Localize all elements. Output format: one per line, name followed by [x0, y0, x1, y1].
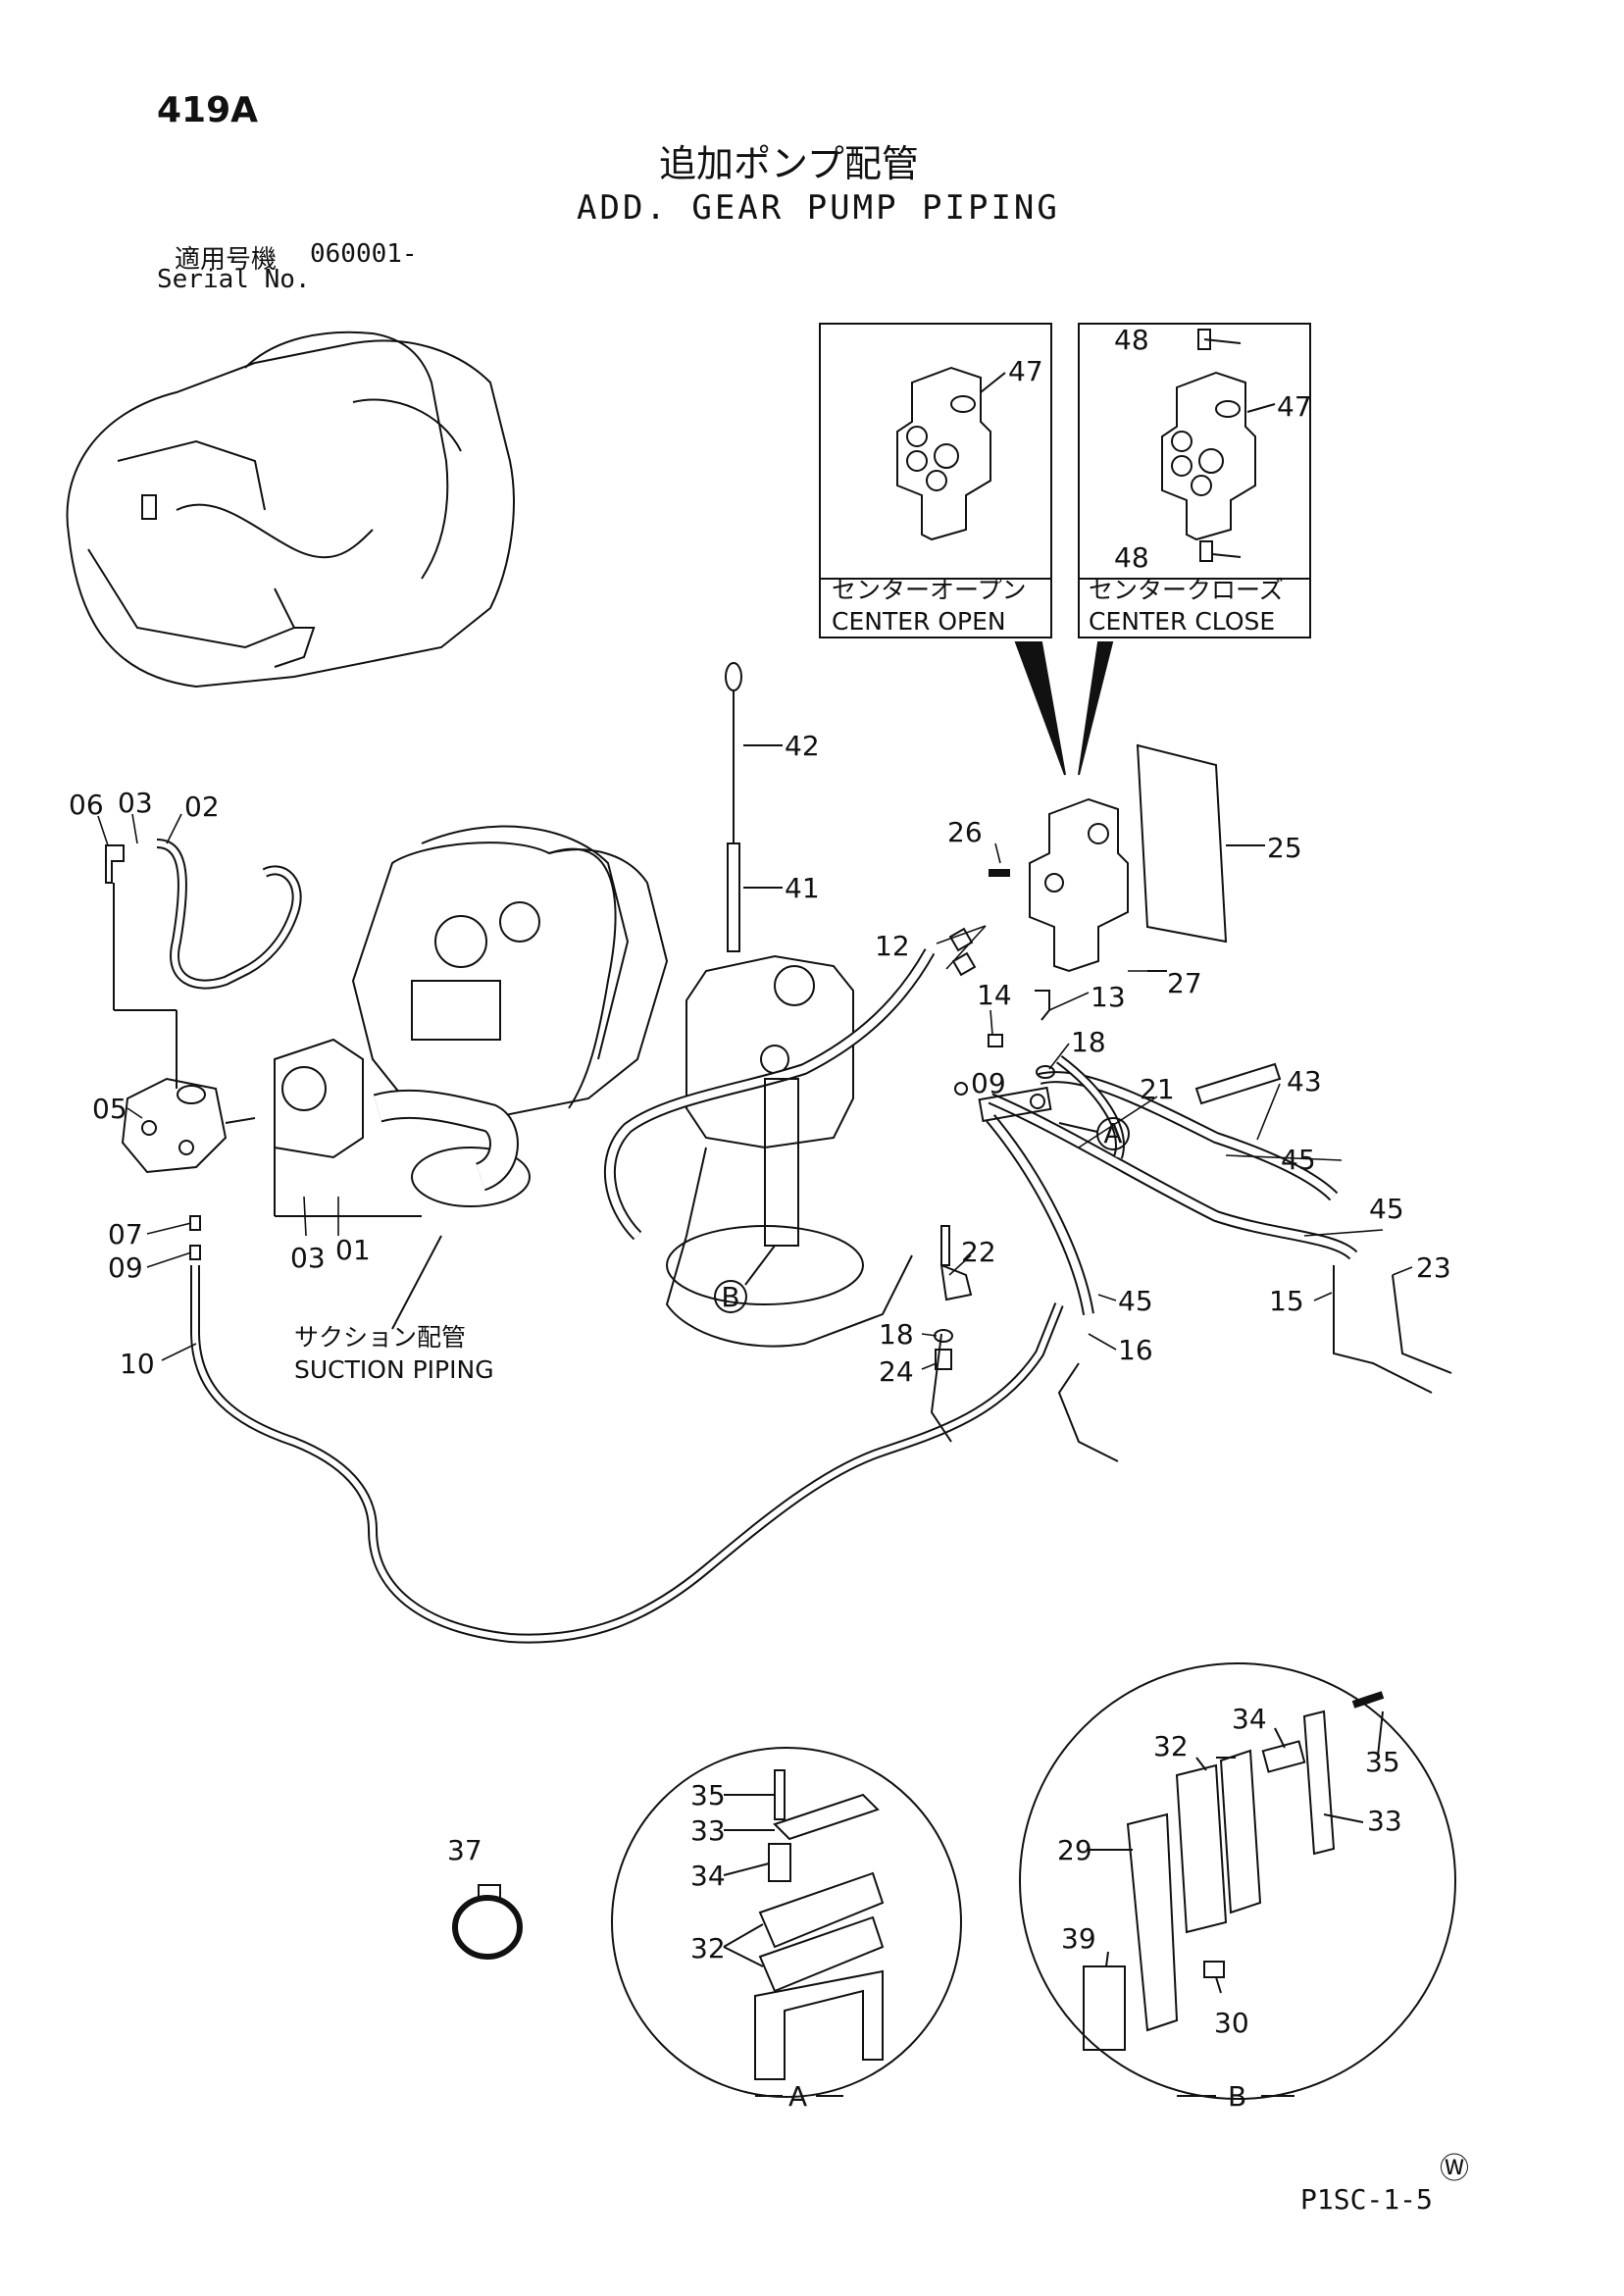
callout-35: 35: [690, 1779, 726, 1811]
callout-30: 30: [1214, 2007, 1249, 2039]
center-close-label-en: CENTER CLOSE: [1089, 607, 1275, 636]
page-title-jp: 追加ポンプ配管: [659, 142, 919, 185]
callout-18: 18: [879, 1318, 914, 1351]
detail-b-label: B: [1228, 2080, 1246, 2113]
center-close-inset: [1078, 323, 1311, 638]
callout-24: 24: [879, 1355, 914, 1388]
center-open-inset: [819, 323, 1052, 638]
detail-b-callout: [714, 1280, 747, 1313]
callout-21: 21: [1140, 1073, 1175, 1105]
callout-42: 42: [785, 730, 820, 762]
valve-block: [1029, 797, 1129, 973]
dipstick: [725, 662, 742, 952]
callout-03: 03: [290, 1242, 326, 1274]
mounting-bracket: [1136, 743, 1228, 944]
pipe-43: [1194, 1062, 1282, 1105]
callout-27: 27: [1167, 967, 1202, 999]
valve-center-close: [1161, 329, 1256, 562]
callout-34: 34: [690, 1860, 726, 1892]
callout-45: 45: [1118, 1285, 1153, 1317]
callout-05: 05: [92, 1093, 127, 1125]
callout-48: 48: [1114, 324, 1149, 356]
callout-32: 32: [690, 1932, 726, 1964]
callout-02: 02: [184, 791, 220, 823]
detail-a-callout: [1096, 1117, 1130, 1150]
callout-07: 07: [108, 1218, 143, 1250]
corner-mark: Ⓦ: [1440, 2152, 1469, 2186]
callout-37: 37: [447, 1834, 482, 1866]
callout-29: 29: [1057, 1834, 1092, 1866]
gear-pump: [121, 1077, 256, 1174]
callout-18: 18: [1071, 1026, 1106, 1058]
callout-25: 25: [1267, 832, 1302, 864]
footer-code: P1SC-1-5: [1300, 2183, 1433, 2216]
callout-12: 12: [875, 930, 910, 962]
callout-09: 09: [971, 1067, 1006, 1099]
center-open-label-en: CENTER OPEN: [832, 607, 1006, 636]
valve-center-open: [896, 366, 991, 541]
callout-26: 26: [947, 816, 983, 848]
page-number: 419A: [157, 90, 259, 130]
detail-b-parts: [1083, 1691, 1385, 2051]
elbow-fitting: [105, 844, 125, 884]
detail-a-label: A: [788, 2080, 807, 2113]
callout-33: 33: [690, 1814, 726, 1847]
callout-09: 09: [108, 1251, 143, 1284]
callout-01: 01: [335, 1234, 371, 1266]
detail-a-circle: [611, 1747, 962, 2098]
callout-43: 43: [1287, 1065, 1322, 1097]
callout-15: 15: [1269, 1285, 1304, 1317]
suction-piping-label-jp: サクション配管: [294, 1323, 466, 1352]
callout-47: 47: [1008, 355, 1043, 387]
suction-piping-label-en: SUCTION PIPING: [294, 1355, 494, 1384]
callout-14: 14: [977, 979, 1012, 1011]
callout-34: 34: [1232, 1703, 1267, 1735]
engine-housing: [421, 825, 630, 1060]
callout-06: 06: [69, 789, 104, 821]
callout-47: 47: [1277, 390, 1312, 423]
callout-b: B: [721, 1281, 739, 1313]
callout-16: 16: [1118, 1334, 1153, 1366]
detail-a-parts: [754, 1769, 885, 2080]
callout-03: 03: [118, 787, 153, 819]
callout-41: 41: [785, 872, 820, 904]
callout-48: 48: [1114, 541, 1149, 574]
serial-label-en: Serial No.: [157, 265, 311, 294]
hose-band-clamp: [452, 1895, 523, 1960]
center-open-label-jp: センターオープン: [832, 576, 1027, 604]
callout-33: 33: [1367, 1805, 1402, 1837]
serial-label-jp: 適用号機: [175, 245, 278, 275]
hose-clamp-b: [764, 1078, 799, 1247]
main-pump-assembly: [274, 842, 669, 1217]
cab-illustration: [66, 331, 515, 689]
serial-value: 060001-: [310, 239, 418, 269]
callout-39: 39: [1061, 1922, 1096, 1955]
callout-10: 10: [120, 1348, 155, 1380]
callout-32: 32: [1153, 1730, 1189, 1762]
page-title-en: ADD. GEAR PUMP PIPING: [577, 188, 1060, 228]
callout-23: 23: [1416, 1251, 1451, 1284]
center-close-label-jp: センタークローズ: [1089, 576, 1284, 604]
callout-35: 35: [1365, 1746, 1400, 1778]
callout-45: 45: [1281, 1144, 1316, 1176]
callout-45: 45: [1369, 1193, 1404, 1225]
delivery-hose: [190, 1265, 1064, 1644]
callout-22: 22: [961, 1236, 996, 1268]
callout-13: 13: [1091, 981, 1126, 1013]
callout-a: A: [1103, 1117, 1122, 1149]
detail-b-circle: [1019, 1662, 1456, 2100]
